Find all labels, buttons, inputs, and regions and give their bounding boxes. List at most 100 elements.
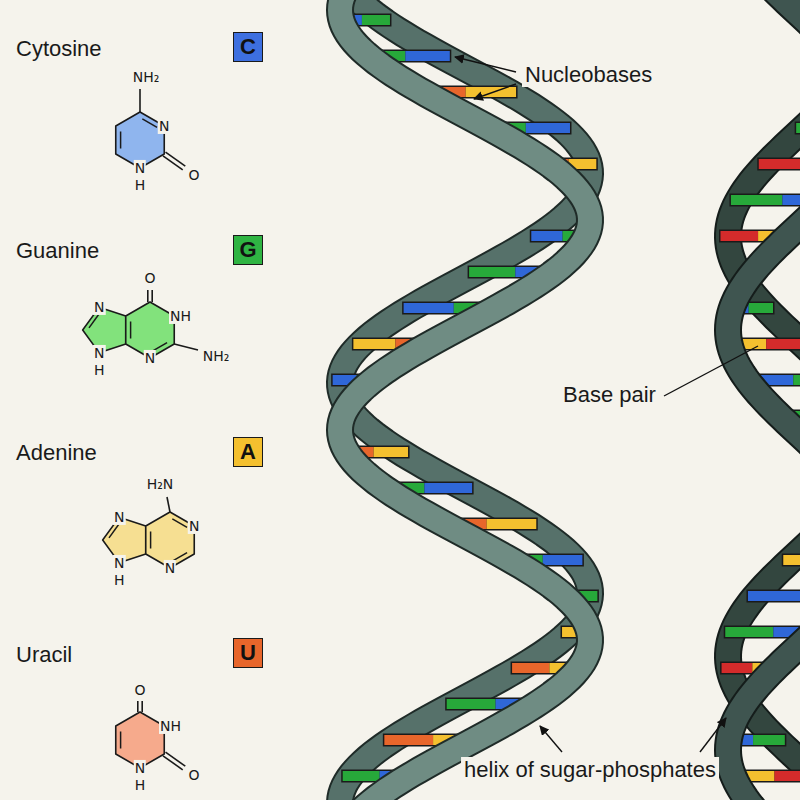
- base-letter-box: U: [233, 638, 263, 668]
- back-strand-outline: [728, 0, 800, 800]
- double-bond: [150, 531, 152, 548]
- nucleobase-bar: [466, 87, 516, 97]
- base-letter: C: [240, 36, 256, 58]
- front-strand: [340, 0, 590, 800]
- atom-label: NH: [169, 308, 192, 324]
- atom-label: O: [187, 167, 200, 183]
- double-bond: [142, 119, 157, 128]
- atom-label: N: [134, 160, 146, 176]
- base-letter: U: [240, 642, 256, 664]
- double-bond: [120, 131, 122, 148]
- atom-label: H: [134, 177, 147, 193]
- leader-line: [455, 57, 516, 72]
- nucleobase-bar: [487, 519, 537, 529]
- bond: [167, 497, 170, 512]
- atom-label: NH: [159, 718, 182, 734]
- nucleobase-bar: [424, 483, 472, 493]
- back-strand-outline: [340, 0, 590, 800]
- base-name: Guanine: [16, 238, 99, 263]
- callout-label: helix of sugar-phosphates: [461, 757, 719, 782]
- atom-label: NH₂: [202, 348, 231, 364]
- callout-label: Nucleobases: [522, 62, 655, 87]
- nucleobase-bar: [766, 339, 800, 349]
- base-pair-outline: [746, 590, 800, 603]
- callout-label: Base pair: [560, 382, 659, 407]
- nucleobase-bar: [796, 123, 800, 133]
- atom-label: N: [93, 345, 105, 361]
- atom-label: N: [144, 350, 156, 366]
- atom-label: H: [93, 362, 106, 378]
- molecule-structure: [116, 701, 186, 770]
- nucleobase-bar: [362, 15, 390, 25]
- base-name: Cytosine: [16, 36, 102, 61]
- atom-label: N: [164, 560, 176, 576]
- nucleobase-bar: [753, 735, 785, 745]
- base-letter: A: [240, 441, 256, 463]
- bond: [163, 756, 183, 770]
- nucleobase-bar: [531, 231, 562, 241]
- base-letter: G: [239, 239, 256, 261]
- base-pair-outline: [795, 122, 800, 135]
- nucleobase-bar: [526, 123, 570, 133]
- nucleobase-bar: [748, 591, 800, 601]
- molecule-structure: [116, 89, 186, 170]
- atom-label: N: [113, 509, 125, 525]
- nucleobase-bar: [374, 447, 408, 457]
- bond: [137, 701, 139, 712]
- double-bond: [130, 321, 132, 338]
- leader-line: [700, 718, 726, 752]
- atom-label: NH₂: [132, 69, 161, 85]
- double-bond: [89, 314, 99, 328]
- leader-line: [474, 84, 516, 99]
- base-letter-box: G: [233, 235, 263, 265]
- double-bond: [120, 731, 122, 748]
- nucleobase-bar: [447, 699, 496, 709]
- leader-lines: [455, 57, 758, 752]
- nucleobase-bar: [782, 195, 800, 205]
- nucleobase-bar: [404, 303, 454, 313]
- atom-label: N: [93, 299, 105, 315]
- bond: [174, 344, 198, 350]
- base-letter-box: C: [233, 32, 263, 62]
- bond: [151, 290, 153, 302]
- front-strand: [728, 0, 800, 800]
- nucleobase-bar: [384, 735, 433, 745]
- atom-label: O: [143, 270, 156, 286]
- bond: [163, 156, 183, 170]
- bond: [147, 290, 149, 302]
- back-strand: [340, 0, 590, 800]
- base-name: Uracil: [16, 642, 72, 667]
- base-pair-outline: [729, 194, 800, 207]
- bond: [139, 89, 141, 112]
- nucleobase-bar: [725, 627, 773, 637]
- nucleobase-bar: [343, 771, 380, 781]
- nucleobase-bar: [731, 195, 782, 205]
- front-strand-outline: [728, 0, 800, 800]
- nucleobase-bar: [759, 159, 800, 169]
- atom-label: N: [158, 118, 170, 134]
- leader-line: [664, 346, 758, 396]
- base-letter-box: A: [233, 437, 263, 467]
- leader-line: [540, 726, 562, 752]
- nucleobase-bar: [353, 339, 395, 349]
- double-bond: [109, 524, 119, 538]
- nucleobase-bar: [721, 231, 759, 241]
- nucleobase-bar: [405, 51, 449, 61]
- base-pair-outline: [757, 158, 800, 171]
- atom-label: N: [113, 555, 125, 571]
- nucleobase-bar: [512, 663, 549, 673]
- back-strand: [728, 0, 800, 800]
- double-bond: [172, 519, 187, 528]
- nucleobase-bar: [793, 375, 800, 385]
- atom-label: O: [187, 767, 200, 783]
- nucleobase-bar: [469, 267, 515, 277]
- nucleobase-bar: [543, 555, 583, 565]
- bond: [141, 701, 143, 712]
- nucleobase-bar: [783, 555, 800, 565]
- atom-label: H: [134, 777, 147, 793]
